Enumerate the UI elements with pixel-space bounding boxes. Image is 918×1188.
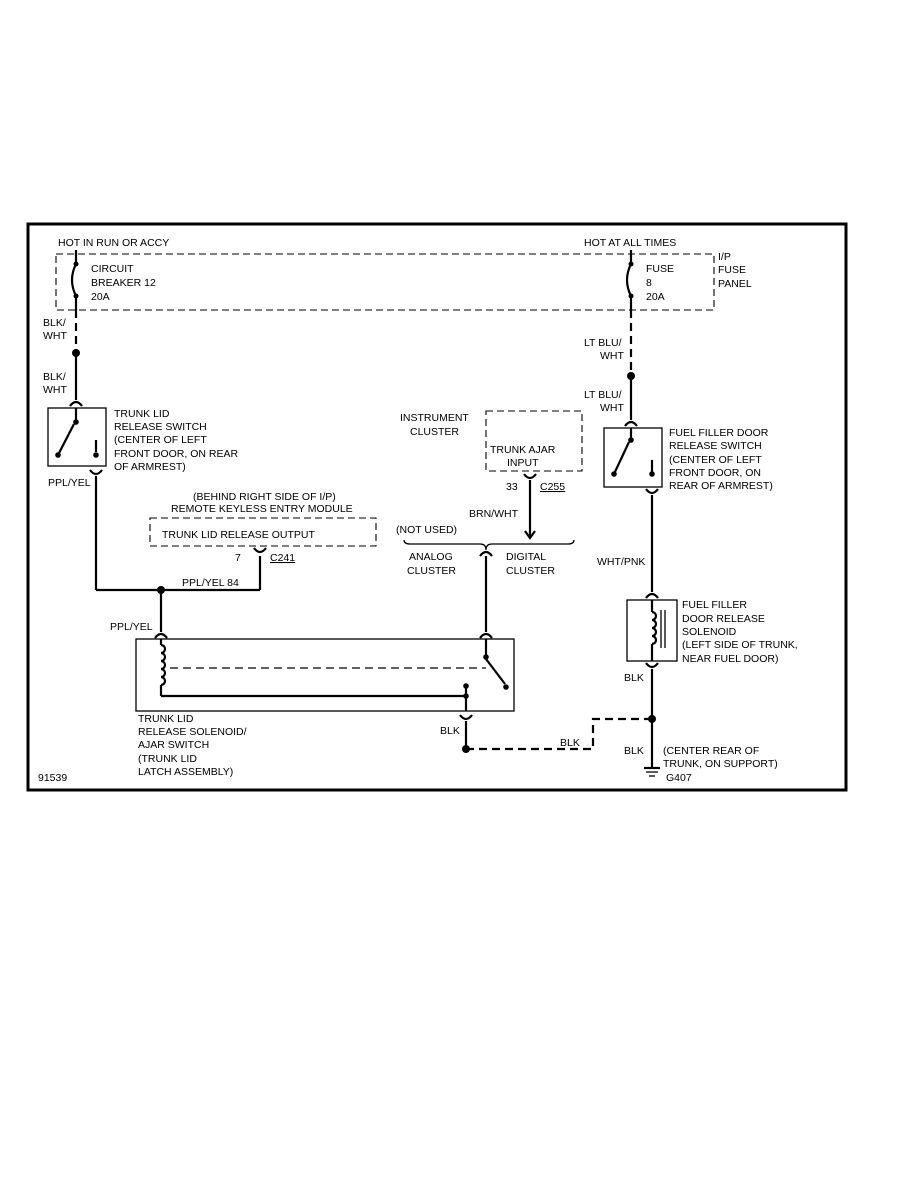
- remote-keyless-entry-module: (BEHIND RIGHT SIDE OF I/P) REMOTE KEYLES…: [149, 491, 377, 564]
- trunk-lid-latch-assembly: TRUNK LID RELEASE SOLENOID/ AJAR SWITCH …: [135, 638, 515, 778]
- trunk-switch-label-5: OF ARMREST): [114, 461, 186, 473]
- blk-trunk-label: BLK: [440, 725, 460, 737]
- wht-pnk-label: WHT/PNK: [597, 556, 645, 568]
- rke-connector-label: C241: [270, 552, 295, 564]
- instrument-cluster: INSTRUMENT CLUSTER TRUNK AJAR INPUT 33 C…: [400, 410, 583, 540]
- hot-run-accy-label: HOT IN RUN OR ACCY: [58, 237, 169, 249]
- trunk-switch-label-1: TRUNK LID: [114, 408, 170, 420]
- cluster-selector: (NOT USED) ANALOG CLUSTER DIGITAL CLUSTE…: [396, 524, 575, 639]
- ground-id-label: G407: [666, 772, 692, 784]
- fuel-filler-door-release-switch: FUEL FILLER DOOR RELEASE SWITCH (CENTER …: [603, 427, 773, 492]
- blk-wht-label-4: WHT: [43, 384, 67, 396]
- trunk-latch-label-3: AJAR SWITCH: [138, 739, 209, 751]
- rke-output-label: TRUNK LID RELEASE OUTPUT: [162, 529, 315, 541]
- ppl-yel-switch-label: PPL/YEL: [48, 477, 91, 489]
- circuit-breaker-12: CIRCUIT BREAKER 12 20A: [70, 250, 156, 310]
- wire-wht-pnk: WHT/PNK: [597, 488, 659, 599]
- fuse-label-3: 20A: [646, 291, 665, 303]
- not-used-label: (NOT USED): [396, 524, 457, 536]
- fuel-solenoid-label-3: SOLENOID: [682, 626, 737, 638]
- brn-wht-label: BRN/WHT: [469, 508, 519, 520]
- wire-ppl-yel: PPL/YEL PPL/YEL 84 PPL/YEL: [48, 469, 262, 639]
- fuel-switch-label-4: FRONT DOOR, ON: [669, 467, 761, 479]
- fuse-panel-label-3: PANEL: [718, 278, 752, 290]
- trunk-switch-label-4: FRONT DOOR, ON REAR: [114, 448, 238, 460]
- trunk-switch-label-3: (CENTER OF LEFT: [114, 434, 207, 446]
- fuse-panel-label-2: FUSE: [718, 264, 746, 276]
- wire-blk-wht: BLK/ WHT BLK/ WHT: [43, 310, 83, 407]
- fuel-switch-label-2: RELEASE SWITCH: [669, 440, 762, 452]
- analog-cluster-label-1: ANALOG: [409, 551, 453, 563]
- fuse-panel-label-1: I/P: [718, 251, 731, 263]
- cluster-pin-label: 33: [506, 481, 518, 493]
- diagram-frame: [26, 222, 848, 792]
- ground-location-label-2: TRUNK, ON SUPPORT): [663, 758, 778, 770]
- digital-cluster-label-1: DIGITAL: [506, 551, 546, 563]
- analog-cluster-label-2: CLUSTER: [407, 565, 456, 577]
- lt-blu-wht-label-2: WHT: [600, 350, 624, 362]
- trunk-ajar-label-1: TRUNK AJAR: [490, 444, 556, 456]
- fuel-solenoid-label-1: FUEL FILLER: [682, 599, 747, 611]
- trunk-lid-release-switch: TRUNK LID RELEASE SWITCH (CENTER OF LEFT…: [47, 407, 238, 473]
- rke-location-label: (BEHIND RIGHT SIDE OF I/P): [193, 491, 336, 503]
- fuel-filler-door-solenoid: FUEL FILLER DOOR RELEASE SOLENOID (LEFT …: [626, 599, 798, 665]
- blk-wht-label-1: BLK/: [43, 317, 66, 329]
- fuel-solenoid-label-4: (LEFT SIDE OF TRUNK,: [682, 639, 798, 651]
- digital-cluster-label-2: CLUSTER: [506, 565, 555, 577]
- ground-g407: (CENTER REAR OF TRUNK, ON SUPPORT) G407: [644, 745, 778, 784]
- trunk-latch-label-1: TRUNK LID: [138, 713, 194, 725]
- fuel-solenoid-label-5: NEAR FUEL DOOR): [682, 653, 778, 665]
- ppl-yel-84-label: PPL/YEL 84: [182, 577, 239, 589]
- breaker-label-2: BREAKER 12: [91, 277, 156, 289]
- breaker-label-3: 20A: [91, 291, 110, 303]
- wire-lt-blu-wht: LT BLU/ WHT LT BLU/ WHT: [584, 310, 638, 427]
- fuel-switch-label-3: (CENTER OF LEFT: [669, 454, 762, 466]
- rke-module-label: REMOTE KEYLESS ENTRY MODULE: [171, 503, 353, 515]
- wire-blk-trunk-ground: BLK BLK: [440, 714, 652, 753]
- instrument-cluster-label-1: INSTRUMENT: [400, 412, 469, 424]
- rke-pin-label: 7: [235, 552, 241, 564]
- trunk-latch-label-4: (TRUNK LID: [138, 753, 197, 765]
- fuse-panel: HOT IN RUN OR ACCY HOT AT ALL TIMES I/P …: [55, 237, 752, 311]
- trunk-latch-label-5: LATCH ASSEMBLY): [138, 766, 233, 778]
- fuse-label-2: 8: [646, 277, 652, 289]
- trunk-ajar-label-2: INPUT: [507, 457, 539, 469]
- lt-blu-wht-label-4: WHT: [600, 402, 624, 414]
- breaker-label-1: CIRCUIT: [91, 263, 134, 275]
- fuse-8: FUSE 8 20A: [625, 250, 674, 310]
- hot-all-times-label: HOT AT ALL TIMES: [584, 237, 676, 249]
- blk-wht-label-3: BLK/: [43, 371, 66, 383]
- blk-ground-label: BLK: [624, 745, 644, 757]
- figure-id: 91539: [38, 772, 67, 784]
- trunk-switch-label-2: RELEASE SWITCH: [114, 421, 207, 433]
- fuel-solenoid-label-2: DOOR RELEASE: [682, 613, 765, 625]
- fuse-label-1: FUSE: [646, 263, 674, 275]
- ground-location-label-1: (CENTER REAR OF: [663, 745, 759, 757]
- lt-blu-wht-label-1: LT BLU/: [584, 337, 622, 349]
- ppl-yel-solenoid-label: PPL/YEL: [110, 621, 153, 633]
- instrument-cluster-label-2: CLUSTER: [410, 426, 459, 438]
- fuel-switch-label-1: FUEL FILLER DOOR: [669, 427, 769, 439]
- wire-blk-ground: BLK BLK: [624, 662, 659, 767]
- cluster-connector-label: C255: [540, 481, 565, 493]
- blk-fuel-solenoid-label: BLK: [624, 672, 644, 684]
- blk-ground-run-label: BLK: [560, 737, 580, 749]
- lt-blu-wht-label-3: LT BLU/: [584, 389, 622, 401]
- trunk-latch-label-2: RELEASE SOLENOID/: [138, 726, 247, 738]
- blk-wht-label-2: WHT: [43, 330, 67, 342]
- fuel-switch-label-5: REAR OF ARMREST): [669, 480, 773, 492]
